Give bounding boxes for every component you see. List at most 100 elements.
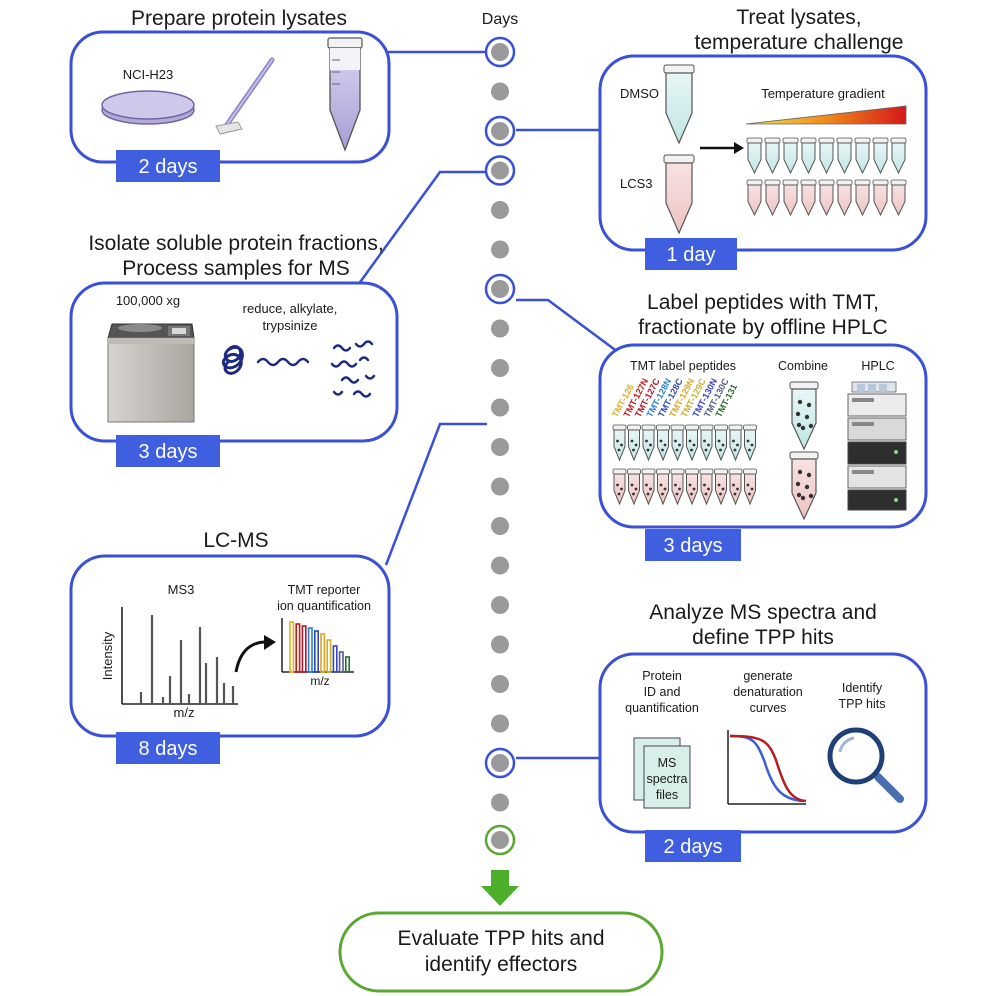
tmt-tube-icon	[743, 424, 757, 462]
temperature-tube-icon	[818, 179, 835, 217]
tube-icon	[327, 37, 363, 152]
timeline-dot	[491, 517, 509, 535]
identify-label-line2: TPP hits	[838, 697, 885, 711]
timeline-connectors	[356, 50, 623, 760]
step-3-title-line1: Isolate soluble protein fractions,	[88, 232, 383, 255]
temperature-tube-icon	[800, 179, 817, 217]
temperature-tube-icon	[764, 179, 781, 217]
reporter-ion-bar	[289, 621, 295, 673]
step-2-duration: 1 day	[667, 244, 716, 266]
timeline-dot	[491, 201, 509, 219]
step-6-title-line1: Analyze MS spectra and	[649, 601, 877, 624]
spectra-file-icon	[633, 737, 691, 809]
tmt-tube-icon	[612, 424, 627, 462]
file-label-line3: files	[656, 788, 678, 802]
centrifuge-speed-label: 100,000 xg	[116, 293, 180, 308]
reporter-ion-bar	[307, 627, 313, 673]
temperature-tube-icon	[746, 137, 763, 175]
process-label-line2: trypsinize	[263, 318, 318, 333]
ms3-label: MS3	[168, 582, 195, 597]
identify-label-line1: Identify	[842, 681, 883, 695]
timeline-dot	[491, 793, 509, 812]
step-isolate-fractions: Isolate soluble protein fractions, Proce…	[69, 232, 399, 467]
dmso-tube-icon	[663, 64, 695, 145]
timeline-dot	[491, 635, 509, 654]
step-3-duration: 3 days	[139, 441, 198, 463]
connector-step-3	[356, 170, 487, 286]
step-label-peptides: Label peptides with TMT, fractionate by …	[598, 291, 928, 561]
tmt-tube-icon	[699, 424, 714, 462]
temperature-tube-icon	[854, 179, 871, 217]
temperature-gradient-wedge	[745, 105, 907, 125]
step-3-title-line2: Process samples for MS	[122, 257, 350, 280]
tmt-tube-icon	[627, 468, 641, 506]
step-4-title-line1: Label peptides with TMT,	[647, 291, 879, 314]
timeline-header: Days	[482, 11, 518, 28]
curves-label-line2: denaturation	[733, 685, 803, 699]
cell-line-label: NCI-H23	[123, 67, 174, 82]
reporter-label-line1: TMT reporter	[288, 583, 361, 597]
reporter-ion-icon	[281, 618, 354, 673]
reporter-ion-bar	[320, 633, 326, 673]
timeline-dot	[491, 398, 509, 417]
timeline-dot	[491, 754, 509, 772]
step-1-box	[69, 30, 391, 164]
temperature-tube-icon	[782, 137, 799, 175]
tmt-tube-icon	[641, 468, 656, 506]
tmt-tube-icon	[743, 468, 757, 506]
step-treat-lysates: Treat lysates, temperature challenge DMS…	[598, 6, 928, 270]
curves-label-line3: curves	[750, 701, 787, 715]
timeline-dot	[491, 43, 509, 61]
tmt-label-peptides: TMT label peptides	[630, 359, 736, 373]
combined-tube-bottom-icon	[789, 451, 819, 521]
lcs3-label: LCS3	[620, 176, 653, 191]
timeline-end-dot	[491, 831, 509, 849]
temperature-tube-icon	[782, 179, 799, 217]
final-arrow-icon	[481, 870, 519, 906]
intensity-axis-label: Intensity	[100, 631, 115, 680]
protein-id-line2: ID and	[644, 685, 681, 699]
step-4-title-line2: fractionate by offline HPLC	[638, 316, 887, 339]
temperature-tube-icon	[854, 137, 871, 175]
peptide-fragments-icon	[330, 340, 376, 398]
reporter-label-line2: ion quantification	[277, 599, 371, 613]
temperature-tube-icon	[800, 137, 817, 175]
centrifuge-icon	[107, 323, 195, 423]
timeline-dot	[491, 675, 509, 693]
tmt-tube-icon	[714, 424, 728, 462]
combined-tube-top-icon	[789, 381, 819, 451]
timeline-dot	[491, 438, 509, 456]
step-5-duration: 8 days	[139, 738, 198, 760]
temperature-tube-icon	[746, 179, 763, 217]
connector-step-5	[384, 422, 487, 566]
final-outcome-line2: identify effectors	[425, 953, 578, 976]
timeline-dot	[491, 714, 509, 733]
timeline-dot	[491, 319, 509, 338]
step-prepare-lysates: Prepare protein lysates NCI-H23 2 days	[69, 7, 391, 182]
protein-id-line1: Protein	[642, 669, 682, 683]
reporter-ion-bar	[301, 625, 307, 673]
step-1-duration: 2 days	[139, 156, 198, 178]
timeline-dot	[491, 280, 509, 298]
hplc-label: HPLC	[861, 359, 894, 373]
reporter-ion-bar	[326, 639, 332, 673]
step-4-duration-badge	[645, 529, 741, 561]
ms-spectrum-icon	[121, 607, 238, 705]
timeline-dot	[491, 82, 509, 101]
reporter-ion-bar	[344, 656, 350, 673]
curved-arrow-icon	[234, 640, 267, 673]
temperature-tube-icon	[818, 137, 835, 175]
process-label-line1: reduce, alkylate,	[243, 301, 338, 316]
step-lc-ms: LC-MS MS3 TMT reporter ion quantificatio…	[69, 529, 391, 764]
step-4-duration: 3 days	[664, 535, 723, 557]
step-6-title-line2: define TPP hits	[692, 626, 834, 649]
tmt-tube-icon	[728, 468, 743, 506]
step-6-duration: 2 days	[664, 836, 723, 858]
temperature-tube-icon	[764, 137, 781, 175]
tmt-tube-grid	[612, 424, 757, 506]
timeline-dots	[484, 36, 516, 856]
tmt-tube-icon	[627, 424, 641, 462]
combine-label: Combine	[778, 359, 828, 373]
connector-step-4	[516, 298, 623, 357]
temperature-tube-icon	[890, 179, 907, 217]
